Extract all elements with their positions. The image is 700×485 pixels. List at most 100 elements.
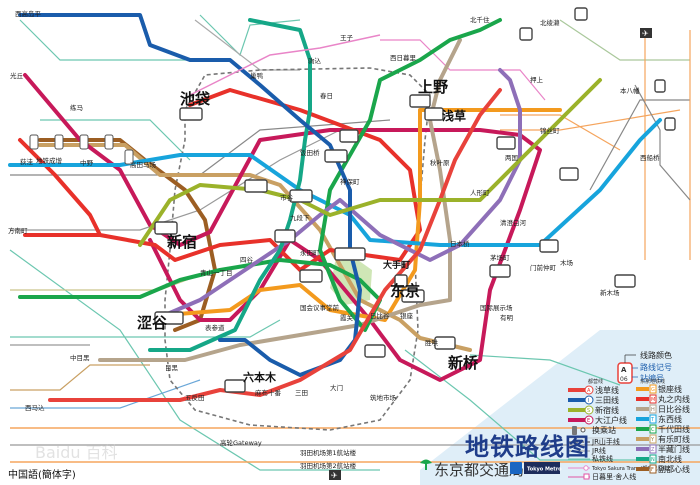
svg-text:副都心线: 副都心线	[658, 464, 690, 474]
svg-text:新宿线: 新宿线	[595, 405, 619, 415]
svg-text:西日暮里: 西日暮里	[390, 53, 417, 62]
svg-text:N: N	[651, 457, 655, 463]
label-tokyo: 东京	[390, 282, 420, 300]
svg-text:永田町: 永田町	[300, 248, 320, 257]
svg-text:M: M	[651, 397, 655, 403]
legend-metro-lines: G 银座线 M 丸之内线 H 日比谷线 T 东西线 C 千代田线 Y 有乐町线	[636, 384, 690, 474]
svg-text:✈: ✈	[331, 471, 338, 480]
svg-text:三田: 三田	[295, 389, 308, 397]
line-yurakucho	[38, 143, 472, 352]
svg-text:C: C	[651, 427, 655, 433]
svg-text:西马込: 西马込	[25, 403, 45, 412]
svg-text:高田马场: 高田马场	[130, 160, 157, 169]
line-tozai	[8, 118, 662, 247]
svg-text:06: 06	[620, 376, 628, 383]
svg-text:都营线: 都营线	[588, 378, 603, 385]
svg-text:半藏门线: 半藏门线	[658, 444, 690, 454]
svg-text:茅场町: 茅场町	[490, 253, 510, 262]
svg-text:国会议事堂前: 国会议事堂前	[300, 303, 340, 312]
svg-text:G: G	[651, 387, 655, 393]
language-label: 中国語(簡体字)	[8, 468, 76, 481]
svg-text:饭田桥: 饭田桥	[300, 148, 320, 157]
svg-text:地铁成增: 地铁成增	[36, 156, 62, 165]
svg-text:王子: 王子	[340, 34, 354, 42]
svg-text:E: E	[587, 418, 590, 424]
svg-text:春日: 春日	[320, 91, 333, 100]
svg-text:西船桥: 西船桥	[640, 153, 660, 162]
label-roppongi: 六本木	[243, 370, 277, 384]
svg-text:银座线: 银座线	[658, 384, 682, 394]
line-mita	[18, 13, 362, 377]
svg-text:羽田机场第1航站楼: 羽田机场第1航站楼	[300, 448, 357, 457]
svg-text:Y: Y	[650, 437, 655, 443]
svg-text:A: A	[587, 388, 591, 394]
svg-text:日本桥: 日本桥	[450, 239, 470, 248]
line-shinjuku	[138, 78, 602, 247]
svg-text:四谷: 四谷	[240, 255, 254, 264]
svg-text:目黑: 目黑	[165, 364, 179, 372]
svg-text:光丘: 光丘	[10, 71, 24, 80]
major-station-labels: 池袋 上野 浅草 新宿 大手町 东京 涩谷 六本木 新桥	[137, 78, 479, 384]
svg-text:西高岛平: 西高岛平	[15, 9, 42, 18]
label-shimbashi: 新桥	[448, 354, 479, 372]
svg-text:新木场: 新木场	[600, 288, 620, 297]
svg-text:锦丝町: 锦丝町	[540, 126, 560, 135]
svg-text:✈: ✈	[642, 29, 649, 38]
svg-text:换乘站: 换乘站	[592, 425, 616, 435]
svg-text:A: A	[621, 366, 627, 374]
svg-text:银座: 银座	[400, 311, 414, 320]
station-labels: 西高岛平 地铁成增 光丘 练马 荻洼 中野 方南町 高田马场 巢鸭 春日 驹込 …	[8, 9, 660, 470]
svg-text:H: H	[651, 407, 655, 413]
svg-text:胜哄: 胜哄	[425, 338, 439, 347]
label-shinjuku: 新宿	[167, 233, 197, 251]
svg-text:荻洼: 荻洼	[20, 157, 34, 166]
legend-toei-lines: A 浅草线 I 三田线 S 新宿线 E 大江户线 换乘站 JR山手线 JR线 私…	[568, 385, 669, 481]
svg-text:人形町: 人形町	[470, 189, 490, 197]
line-asakusa	[48, 88, 502, 402]
title-block: 地铁路线图 东京都交通局 Tokyo Metro	[420, 433, 589, 479]
svg-text:神保町: 神保町	[340, 177, 360, 186]
svg-text:日比谷线: 日比谷线	[658, 404, 690, 414]
svg-text:巢鸭: 巢鸭	[250, 71, 264, 80]
svg-text:两国: 两国	[505, 154, 518, 162]
label-ikebukuro: 池袋	[180, 90, 211, 108]
svg-text:三田线: 三田线	[595, 395, 619, 405]
svg-text:路线记号: 路线记号	[640, 362, 672, 372]
svg-text:I: I	[588, 398, 589, 404]
svg-text:私铁线: 私铁线	[592, 454, 613, 463]
tokyo-metro-logo-icon	[510, 462, 522, 474]
station-markers[interactable]	[29, 7, 676, 393]
svg-text:有乐町线: 有乐町线	[658, 434, 690, 444]
svg-text:站编号: 站编号	[640, 373, 664, 383]
label-ueno: 上野	[418, 78, 448, 96]
svg-text:押上: 押上	[530, 75, 544, 84]
svg-text:F: F	[651, 467, 654, 473]
svg-text:北绫濑: 北绫濑	[540, 18, 560, 27]
label-shibuya: 涩谷	[137, 314, 168, 332]
jr-yamanote-line	[164, 67, 431, 431]
svg-text:九段下: 九段下	[290, 213, 310, 222]
svg-text:大门: 大门	[330, 383, 343, 392]
svg-text:千代田线: 千代田线	[658, 424, 690, 434]
svg-text:东京地铁线: 东京地铁线	[640, 378, 665, 385]
svg-text:线路颜色: 线路颜色	[640, 350, 672, 360]
svg-text:麻布十番: 麻布十番	[255, 388, 282, 397]
line-chiyoda	[18, 18, 502, 332]
svg-text:门前仲町: 门前仲町	[530, 263, 557, 272]
svg-text:木场: 木场	[560, 258, 574, 267]
svg-text:S: S	[587, 408, 590, 414]
svg-text:日暮里·舍人线: 日暮里·舍人线	[592, 472, 636, 481]
svg-text:T: T	[650, 417, 655, 423]
legend-line-diagram: A 06 线路颜色 路线记号 站编号	[617, 350, 672, 384]
svg-text:方南町: 方南町	[8, 226, 28, 235]
svg-text:清澄白河: 清澄白河	[500, 218, 527, 227]
svg-text:有明: 有明	[500, 313, 514, 322]
legend-panel: A 06 线路颜色 路线记号 站编号 都营线 东京地铁线 A 浅草线 I 三田线…	[568, 350, 690, 481]
airport-icon-narita: ✈	[640, 28, 652, 38]
svg-text:驹込: 驹込	[308, 56, 322, 65]
watermark: Baidu 百科	[35, 443, 118, 462]
svg-text:筑地市场: 筑地市场	[370, 393, 397, 402]
sakura-tram-line	[189, 34, 381, 96]
svg-text:Z: Z	[651, 447, 655, 453]
